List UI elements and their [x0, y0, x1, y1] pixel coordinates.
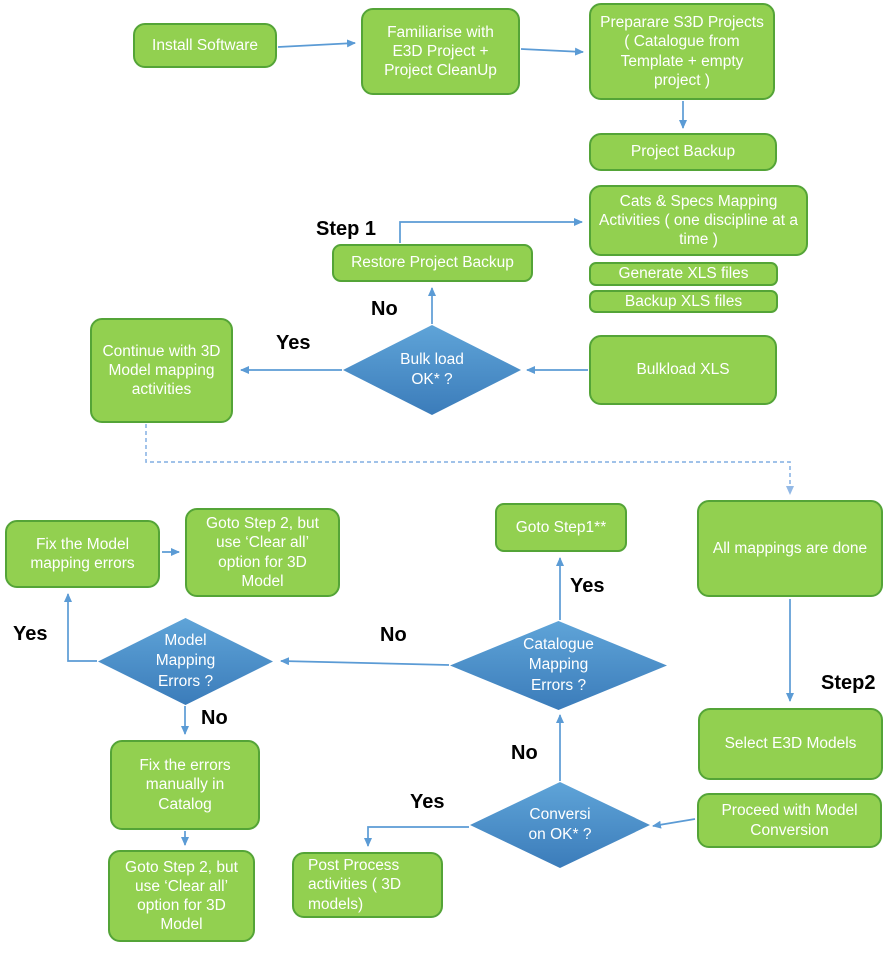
decision-conversion-ok: Conversi on OK* ?: [470, 782, 650, 868]
node-preparare-s3d: Preparare S3D Projects ( Catalogue from …: [589, 3, 775, 100]
label-yes-goto-step1: Yes: [570, 575, 605, 597]
decision-catalogue-mapping-errors: Catalogue Mapping Errors ?: [450, 621, 667, 710]
node-select-e3d-models: Select E3D Models: [698, 708, 883, 780]
node-continue-3d-mapping: Continue with 3D Model mapping activitie…: [90, 318, 233, 423]
decision-conversion-ok-label: Conversi on OK* ?: [528, 805, 592, 843]
arrow-familiarise-to-preparare: [520, 47, 584, 56]
decision-bulk-load-ok: Bulk load OK* ?: [343, 325, 521, 415]
label-yes-conversion: Yes: [410, 791, 445, 813]
node-install-software: Install Software: [133, 23, 277, 68]
label-step2: Step2: [821, 672, 876, 694]
arrow-conversion-yes-to-postprocess: [364, 826, 469, 847]
node-all-mappings-done: All mappings are done: [697, 500, 883, 597]
node-cats-specs-mapping: Cats & Specs Mapping Activities ( one di…: [589, 185, 808, 256]
node-bulkload-xls: Bulkload XLS: [589, 335, 777, 405]
decision-catalogue-mapping-errors-label: Catalogue Mapping Errors ?: [523, 636, 594, 694]
arrow-install-to-familiarise: [277, 39, 356, 48]
node-restore-project-backup: Restore Project Backup: [332, 244, 533, 282]
label-no-catalogue: No: [380, 624, 407, 646]
node-goto-step2-clear-all-bottom: Goto Step 2, but use ‘Clear all’ option …: [108, 850, 255, 942]
label-yes-model: Yes: [13, 623, 48, 645]
decision-model-mapping-errors: Model Mapping Errors ?: [98, 618, 273, 705]
node-proceed-model-conversion: Proceed with Model Conversion: [697, 793, 882, 848]
label-step1: Step 1: [316, 218, 377, 240]
node-post-process: Post Process activities ( 3D models): [292, 852, 443, 918]
label-no-model-down: No: [201, 707, 228, 729]
label-no-bulk: No: [371, 298, 398, 320]
node-fix-errors-catalog: Fix the errors manually in Catalog: [110, 740, 260, 830]
dashed-arrow-continue-to-allmappings: [145, 424, 794, 495]
arrow-catalogue-no-to-modeldiamond: [280, 657, 450, 666]
node-generate-xls: Generate XLS files: [589, 262, 778, 286]
node-goto-step2-clear-all-top: Goto Step 2, but use ‘Clear all’ option …: [185, 508, 340, 597]
node-familiarise: Familiarise with E3D Project + Project C…: [361, 8, 520, 95]
node-project-backup: Project Backup: [589, 133, 777, 171]
arrow-proceed-to-conversion: [652, 818, 696, 829]
node-goto-step1: Goto Step1**: [495, 503, 627, 552]
arrow-model-yes-to-fixmodel: [64, 593, 97, 662]
label-yes-bulk: Yes: [276, 332, 311, 354]
arrow-restore-to-cats-specs: [399, 218, 583, 243]
node-fix-model-errors: Fix the Model mapping errors: [5, 520, 160, 588]
node-backup-xls: Backup XLS files: [589, 290, 778, 313]
decision-bulk-load-ok-label: Bulk load OK* ?: [400, 350, 464, 388]
label-no-conversion: No: [511, 742, 538, 764]
decision-model-mapping-errors-label: Model Mapping Errors ?: [155, 632, 216, 690]
